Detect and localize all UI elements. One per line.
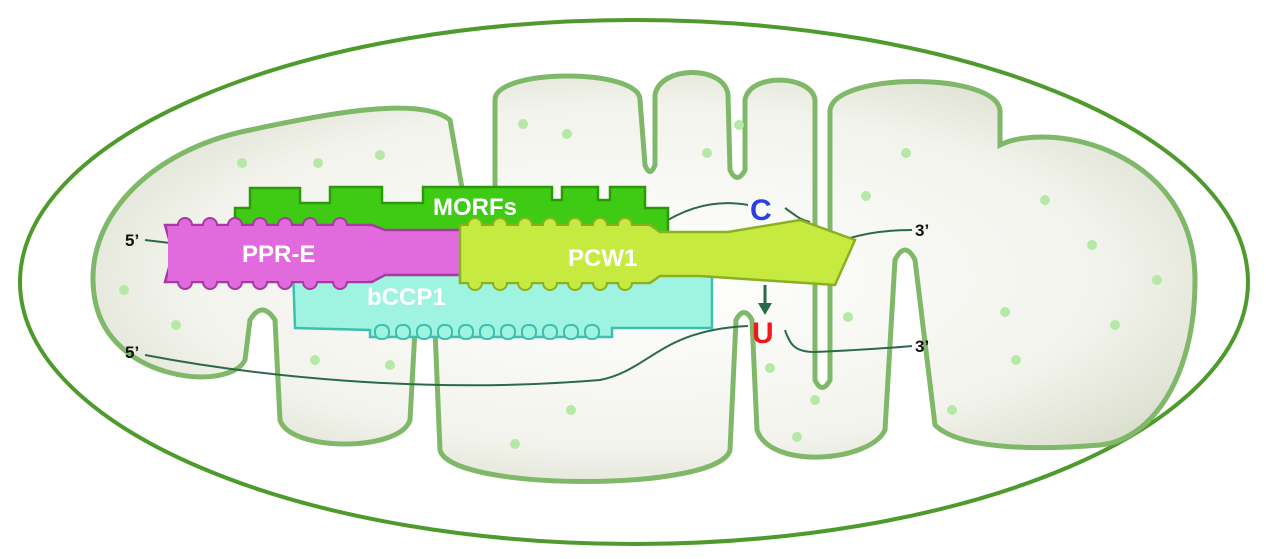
ppr-e-protein: PPR-E [163,217,482,290]
five-prime-top: 5’ [125,231,139,250]
base-u: U [752,317,774,350]
five-prime-bottom: 5’ [125,343,139,362]
base-c: C [750,194,772,227]
editing-arrow [758,285,772,315]
bccp1-label: bCCP1 [367,284,446,311]
three-prime-top: 3’ [915,221,929,240]
three-prime-bottom: 3’ [915,337,929,356]
pcw1-label: PCW1 [568,245,637,272]
morfs-label: MORFs [433,194,517,221]
matrix-granules [119,119,1162,449]
rna-strand-unedited [144,325,913,387]
ppr-e-label: PPR-E [242,241,315,268]
rna-strand-edited [144,202,913,244]
pcw1-protein: PCW1 [458,217,857,291]
